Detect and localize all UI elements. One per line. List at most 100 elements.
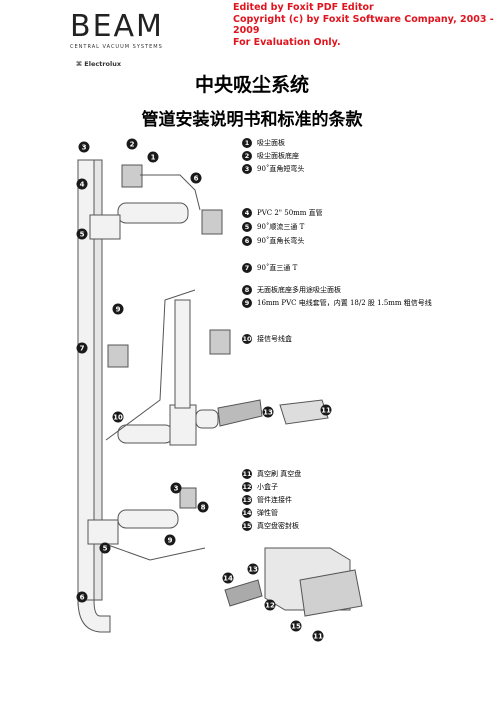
branch-pipe-3 (117, 509, 179, 529)
logo-subtitle: CENTRAL VACUUM SYSTEMS (70, 44, 163, 50)
seal-plate (299, 569, 363, 617)
legend-number: 2 (242, 151, 252, 161)
legend-item: 8 无面板底座多用途吸尘面板 (242, 285, 341, 295)
wall-inlet-1 (121, 164, 143, 188)
legend-number: 5 (242, 222, 252, 232)
branch-pipe-1 (117, 202, 189, 224)
beam-logo: BEAM CENTRAL VACUUM SYSTEMS (70, 9, 185, 51)
tee-fitting-3 (87, 519, 119, 545)
legend-number: 10 (242, 334, 252, 344)
diagram-callout-15a: 15 (290, 620, 302, 632)
legend-text: 管件连接件 (257, 496, 292, 504)
signal-conduit-3 (107, 544, 206, 561)
legend-number: 9 (242, 298, 252, 308)
wall-inlet-5 (179, 487, 197, 509)
flex-hose-2 (224, 579, 263, 607)
vacuum-pan (279, 399, 329, 425)
legend-text: 弹性管 (257, 509, 278, 517)
diagram-callout-9a: 9 (112, 303, 124, 315)
legend-text: 真空盘密封板 (257, 522, 299, 530)
legend-text: 16mm PVC 电线套管，内置 18/2 股 1.5mm 粗信号线 (257, 299, 432, 307)
legend-number: 12 (242, 482, 252, 492)
signal-conduit-1 (140, 174, 201, 211)
bottom-elbow (77, 599, 111, 633)
diagram-callout-2a: 2 (126, 138, 138, 150)
svg-text:6: 6 (80, 594, 85, 602)
watermark-line1: Edited by Foxit PDF Editor (233, 2, 374, 13)
legend-number: 15 (242, 521, 252, 531)
diagram-callout-1a: 1 (147, 151, 159, 163)
diagram-callout-12a: 12 (264, 599, 276, 611)
diagram-callout-14a: 14 (222, 572, 234, 584)
diagram-callout-6a: 6 (190, 172, 202, 184)
diagram-callout-7a: 7 (76, 342, 88, 354)
legend-text: 真空刷 真空盘 (257, 470, 302, 478)
diagram-callout-11a: 11 (320, 404, 332, 416)
svg-text:3: 3 (174, 485, 179, 493)
legend-text: 吸尘面板底座 (257, 152, 299, 160)
svg-text:9: 9 (116, 306, 121, 314)
legend-item: 2 吸尘面板底座 (242, 151, 299, 161)
legend-text: 吸尘面板 (257, 139, 285, 147)
page-title: 中央吸尘系统 (194, 74, 309, 96)
svg-text:7: 7 (80, 345, 85, 353)
diagram-callout-10a: 10 (112, 411, 124, 423)
svg-text:11: 11 (321, 407, 331, 415)
watermark-line2: Copyright (c) by Foxit Software Company,… (233, 13, 494, 37)
riser-shadow (93, 159, 103, 601)
watermark-line3: For Evaluation Only. (233, 36, 341, 48)
svg-text:13: 13 (248, 566, 258, 574)
page-subtitle: 管道安装说明书和标准的条款 (141, 110, 363, 130)
legend-text: 90˚直角长弯头 (257, 237, 305, 245)
svg-text:11: 11 (313, 633, 323, 641)
evaluation-watermark: Edited by Foxit PDF Editor Copyright (c)… (233, 2, 503, 48)
legend-item: 15 真空盘密封板 (242, 521, 299, 531)
tee-fitting-2 (169, 404, 197, 446)
legend-text: 无面板底座多用途吸尘面板 (257, 286, 341, 294)
legend-item: 11 真空刷 真空盘 (242, 469, 301, 479)
legend-text: 小盒子 (257, 483, 278, 491)
electrolux-icon: ⌘ (76, 60, 85, 68)
wall-inlet-4 (209, 329, 231, 355)
diagram-callout-6b: 6 (76, 591, 88, 603)
wall-inlet-3 (107, 344, 129, 368)
legend-text: 接信号线盒 (257, 335, 292, 343)
diagram-callout-3b: 3 (170, 482, 182, 494)
diagram-callout-4a: 4 (76, 178, 88, 190)
svg-text:5: 5 (103, 545, 108, 553)
short-pipe-2 (195, 409, 219, 429)
tee-fitting-1 (89, 214, 121, 240)
diagram-callout-13a: 13 (262, 406, 274, 418)
diagram-callout-5b: 5 (99, 542, 111, 554)
legend-number: 8 (242, 285, 252, 295)
electrolux-brand: ⌘ Electrolux (76, 60, 121, 68)
svg-text:10: 10 (113, 414, 123, 422)
legend-number: 14 (242, 508, 252, 518)
diagram-callout-8a: 8 (197, 501, 209, 513)
legend-item: 14 弹性管 (242, 508, 278, 518)
svg-text:15: 15 (291, 623, 301, 631)
svg-text:2: 2 (130, 141, 135, 149)
signal-conduit-2 (105, 289, 196, 441)
svg-text:14: 14 (223, 575, 233, 583)
legend-number: 13 (242, 495, 252, 505)
svg-text:8: 8 (201, 504, 206, 512)
logo-wordmark: BEAM (70, 9, 164, 44)
legend-item: 12 小盒子 (242, 482, 278, 492)
svg-text:12: 12 (265, 602, 275, 610)
legend-number: 11 (242, 469, 252, 479)
legend-number: 4 (242, 208, 252, 218)
legend-text: 90˚直角短弯头 (257, 165, 305, 173)
diagram-callout-5a: 5 (76, 228, 88, 240)
diagram-callout-13b: 13 (247, 563, 259, 575)
legend-item: 13 管件连接件 (242, 495, 292, 505)
svg-text:6: 6 (194, 175, 199, 183)
svg-text:1: 1 (151, 154, 156, 162)
diagram-callout-11b: 11 (312, 630, 324, 642)
